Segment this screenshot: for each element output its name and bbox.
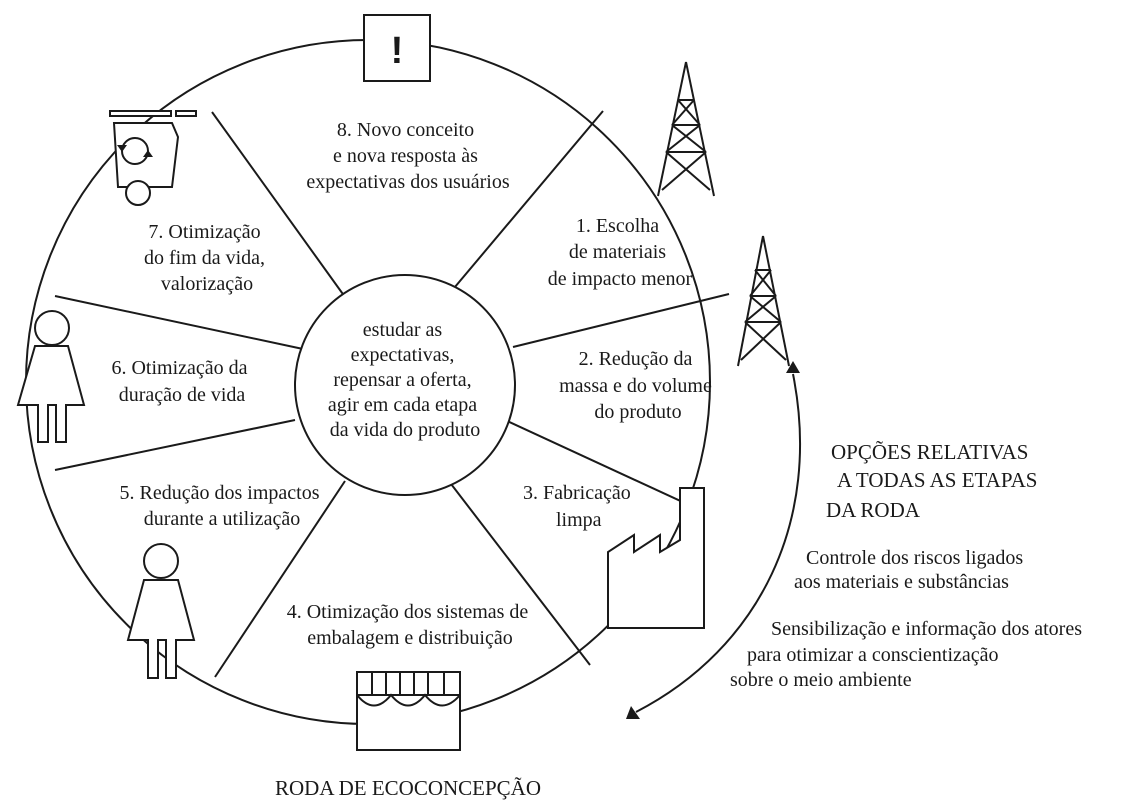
segment-5-line: durante a utilização: [144, 508, 301, 530]
segment-8-line: 8. Novo conceito: [337, 119, 474, 141]
spoke: [211, 111, 346, 298]
segment-6-line: duração de vida: [119, 384, 246, 406]
spoke: [54, 295, 304, 350]
recycling-bin-icon: [109, 110, 197, 206]
segment-4-line: 4. Otimização dos sistemas de: [287, 601, 529, 623]
options-item-2-line: Sensibilização e informação dos atores: [771, 618, 1082, 640]
segment-5-line: 5. Redução dos impactos: [120, 482, 320, 504]
options-item-1-line: Controle dos riscos ligados: [806, 547, 1023, 569]
hub-text: estudar as expectativas, repensar a ofer…: [328, 319, 482, 441]
options-item-2-line: para otimizar a conscientização: [747, 644, 999, 666]
segment-2-line: massa e do volume: [559, 375, 712, 397]
segment-7-line: valorização: [161, 273, 253, 295]
warning-sign-icon: !: [363, 14, 431, 82]
segment-1-line: de impacto menor: [548, 268, 693, 290]
segment-5-label: 5. Redução dos impactos durante a utiliz…: [120, 482, 325, 530]
segment-1-line: de materiais: [569, 241, 666, 263]
segment-4-line: embalagem e distribuição: [307, 627, 512, 649]
segment-7-label: 7. Otimização do fim da vida, valorizaçã…: [144, 221, 270, 295]
warning-symbol: !: [391, 30, 404, 72]
hub-line: agir em cada etapa: [328, 394, 477, 416]
options-heading-line: DA RODA: [826, 498, 921, 522]
options-item-2: Sensibilização e informação dos atores p…: [730, 618, 1087, 691]
transmission-tower-icon: [657, 61, 715, 197]
hub-line: da vida do produto: [330, 419, 481, 441]
options-scope-arrow: [626, 361, 801, 719]
segment-8-line: e nova resposta às: [333, 145, 478, 167]
segment-3-line: limpa: [556, 509, 602, 531]
person-icon: [126, 543, 196, 679]
segment-6-label: 6. Otimização da duração de vida: [111, 357, 252, 406]
diagram-caption: RODA DE ECOCONCEPÇÃO: [275, 776, 541, 800]
person-icon: [16, 310, 86, 443]
factory-icon: [607, 487, 705, 629]
wheel-hub-circle: [294, 274, 516, 496]
spoke: [504, 419, 701, 511]
spoke: [437, 466, 591, 666]
options-heading-line: OPÇÕES RELATIVAS: [831, 440, 1028, 464]
options-item-1: Controle dos riscos ligados aos materiai…: [794, 547, 1028, 593]
segment-3-line: 3. Fabricação: [523, 482, 631, 504]
segment-2-label: 2. Redução da massa e do volume do produ…: [559, 348, 717, 423]
segment-2-line: 2. Redução da: [579, 348, 693, 370]
segment-8-label: 8. Novo conceito e nova resposta às expe…: [306, 119, 509, 193]
segment-1-line: 1. Escolha: [576, 215, 659, 237]
market-stall-icon: [356, 671, 461, 751]
hub-line: estudar as: [363, 319, 443, 341]
options-heading-line: A TODAS AS ETAPAS: [837, 468, 1037, 492]
spoke: [214, 480, 346, 678]
options-heading: OPÇÕES RELATIVAS A TODAS AS ETAPAS DA RO…: [826, 440, 1043, 522]
hub-line: expectativas,: [351, 344, 455, 366]
segment-2-line: do produto: [594, 401, 681, 423]
segment-6-line: 6. Otimização da: [111, 357, 247, 379]
segment-7-line: 7. Otimização: [148, 221, 260, 243]
spoke: [443, 110, 604, 301]
hub-line: repensar a oferta,: [333, 369, 471, 391]
spoke: [512, 293, 730, 348]
segment-3-label: 3. Fabricação limpa: [523, 482, 636, 531]
transmission-tower-icon: [737, 235, 790, 367]
segment-1-label: 1. Escolha de materiais de impacto menor: [548, 215, 693, 290]
segment-4-label: 4. Otimização dos sistemas de embalagem …: [287, 601, 534, 649]
segment-7-line: do fim da vida,: [144, 247, 265, 269]
wheel-spokes: [54, 110, 730, 678]
segment-8-line: expectativas dos usuários: [306, 171, 509, 193]
spoke: [54, 419, 296, 471]
options-item-1-line: aos materiais e substâncias: [794, 571, 1009, 593]
options-item-2-line: sobre o meio ambiente: [730, 669, 912, 691]
